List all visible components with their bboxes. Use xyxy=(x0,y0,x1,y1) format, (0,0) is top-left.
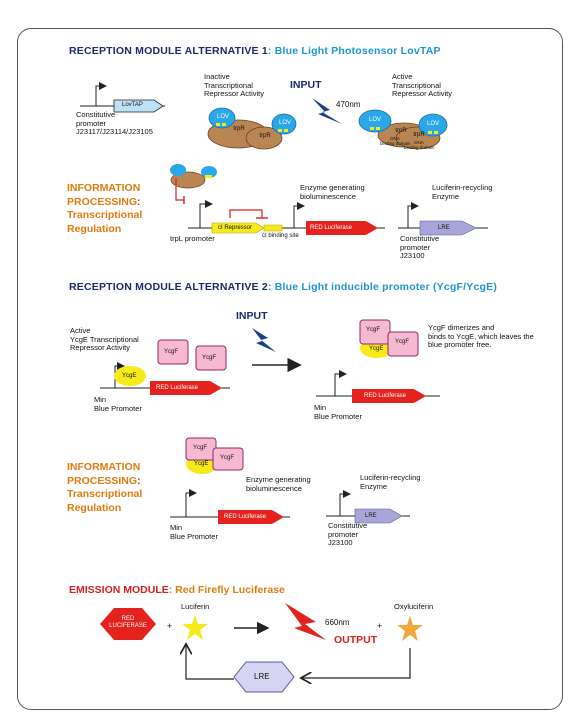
ycgf-label-r2-4: YcgF xyxy=(395,339,410,345)
oxyluciferin-label: Oxyluciferin xyxy=(394,602,434,611)
info-processing-2-title: INFORMATION PROCESSING:Transcriptional R… xyxy=(67,461,143,514)
ci-binding-site-label: cI binding site xyxy=(262,233,299,239)
plus-sign-1: + xyxy=(167,621,173,631)
emission-cycle xyxy=(100,603,423,693)
lov-label-active-2: LOV xyxy=(426,121,439,127)
red-luciferase-gene-r2: RED Luciferase xyxy=(156,385,199,391)
red-luciferase-gene-p2: RED Luciferase xyxy=(224,514,267,520)
lre-gene-1: LRE xyxy=(438,225,450,231)
trpr-label-inactive-2: trpR xyxy=(259,133,271,139)
trpl-circuit xyxy=(170,164,488,236)
red-luciferase-gene-1: RED Luciferase xyxy=(310,225,353,231)
dna-binding-label-1: DNA binding domain xyxy=(380,136,411,146)
red-luciferase-hexagon-label: RED LUCIFERASE xyxy=(109,616,147,629)
reception-1-title: RECEPTION MODULE ALTERNATIVE 1: Blue Lig… xyxy=(69,45,441,57)
enzyme-bioluminescence-label-2: Enzyme generating bioluminescence xyxy=(246,475,311,493)
output-label: OUTPUT xyxy=(334,634,378,646)
trpl-promoter-label: trpL promoter xyxy=(170,234,215,243)
ycge-active-label: Active YcgE Transcriptional Repressor Ac… xyxy=(70,326,139,353)
ycge-label-r2-right: YcgE xyxy=(369,346,384,352)
input-label-1: INPUT xyxy=(290,79,322,91)
red-luciferase-gene-r2-right: RED Luciferase xyxy=(364,393,407,399)
ycgf-label-r2-2: YcgF xyxy=(202,355,217,361)
emission-title: EMISSION MODULE: Red Firefly Luciferase xyxy=(69,584,285,596)
ycge-label-r2: YcgE xyxy=(122,373,137,379)
wavelength-470: 470nm xyxy=(336,100,361,109)
reception-2-title: RECEPTION MODULE ALTERNATIVE 2: Blue Lig… xyxy=(69,281,498,293)
min-blue-promoter-p2: Min Blue Promoter xyxy=(170,523,218,541)
ycgf-circuit xyxy=(170,437,410,524)
ycge-label-p2: YcgE xyxy=(194,461,209,467)
ycgf-label-p2-1: YcgF xyxy=(193,445,208,451)
plus-sign-2: + xyxy=(377,621,383,631)
input-label-2: INPUT xyxy=(236,310,268,322)
enzyme-bioluminescence-label-1: Enzyme generating bioluminescence xyxy=(300,183,365,201)
luciferin-recycling-label-2: Luciferin-recycling Enzyme xyxy=(360,473,421,491)
lov-label-inactive-1: LOV xyxy=(216,114,229,120)
ycge-repressed-construct xyxy=(100,339,230,395)
trpr-label-active-2: trpR xyxy=(413,132,425,138)
lovtap-label: LovTAP xyxy=(122,102,143,108)
min-blue-promoter-r2-right: Min Blue Promoter xyxy=(314,403,362,421)
constitutive-j23100-label-2: Constitutive promoter J23100 xyxy=(328,521,368,548)
blue-light-bolt-1 xyxy=(312,98,342,124)
luciferin-recycling-label-1: Luciferin-recycling Enzyme xyxy=(432,183,493,201)
ycgf-label-p2-2: YcgF xyxy=(220,455,235,461)
ycgf-dimer-construct xyxy=(316,319,440,403)
info-processing-1-title: INFORMATION PROCESSING:Transcriptional R… xyxy=(67,182,143,235)
inactive-repressor-label: Inactive Transcriptional Repressor Activ… xyxy=(204,72,265,99)
ci-repressor-label: cI Repressor xyxy=(218,225,253,231)
trpr-label-inactive-1: trpR xyxy=(233,126,245,132)
luciferin-label: Luciferin xyxy=(181,602,210,611)
ycgf-label-r2-3: YcgF xyxy=(366,327,381,333)
lovtap-construct xyxy=(80,82,165,113)
inactive-lov-complex xyxy=(207,107,297,150)
trpr-label-active-1: trpR xyxy=(395,128,407,134)
constitutive-j23100-label-1: Constitutive promoter J23100 xyxy=(400,234,440,261)
blue-light-bolt-2 xyxy=(252,328,276,352)
active-lov-complex xyxy=(358,109,448,150)
lre-gene-2: LRE xyxy=(365,513,377,519)
ycgf-label-r2-1: YcgF xyxy=(164,349,179,355)
wavelength-660: 660nm xyxy=(325,618,350,627)
lov-label-active-1: LOV xyxy=(368,117,381,123)
constitutive-promoter-label: Constitutive promoter J23117/J23114/J231… xyxy=(76,110,153,137)
ycgf-dimer-note: YcgF dimerizes and binds to YcgE, which … xyxy=(428,323,534,350)
lov-label-inactive-2: LOV xyxy=(278,120,291,126)
lre-hexagon-label: LRE xyxy=(254,672,270,681)
min-blue-promoter-r2-left: Min Blue Promoter xyxy=(94,395,142,413)
active-repressor-label: Active Transcriptional Repressor Activit… xyxy=(392,72,453,99)
dna-binding-label-2: DNA binding domain xyxy=(404,140,435,150)
